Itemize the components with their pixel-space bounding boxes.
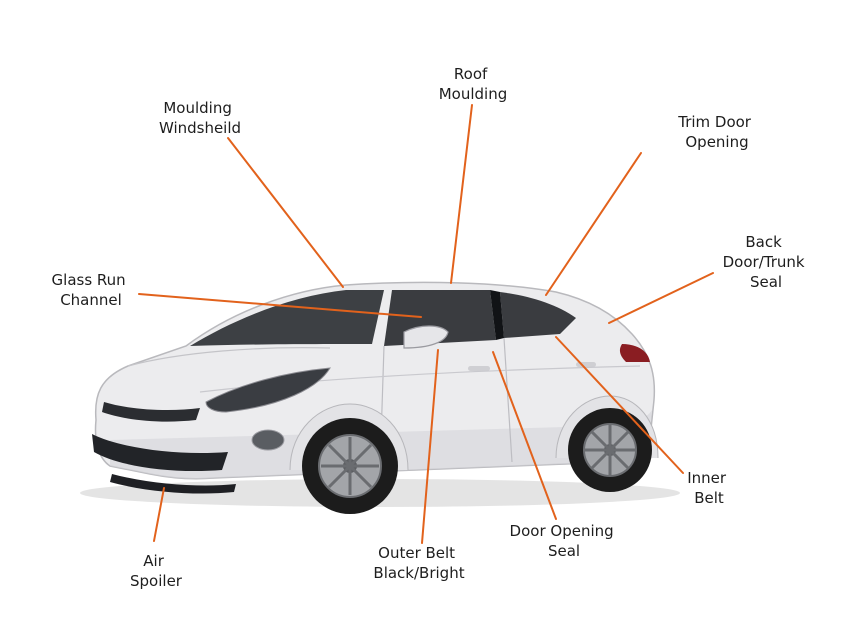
label-glass-run-channel: Glass Run Channel [52, 271, 131, 309]
air-spoiler-strip [110, 474, 236, 494]
side-mirror [403, 325, 449, 349]
upper-grille [102, 402, 200, 422]
leader-air-spoiler [153, 487, 165, 542]
label-moulding-windsheild: Moulding Windsheild [159, 99, 241, 137]
leader-door-opening-seal [492, 351, 557, 520]
front-wheel [289, 403, 409, 514]
leader-moulding-windsheild [227, 137, 344, 288]
callout-labels: Moulding Windsheild Roof Moulding Trim D… [52, 65, 810, 590]
rear-wheel [555, 395, 659, 492]
leader-roof-moulding [450, 104, 473, 284]
leader-outer-belt [421, 349, 439, 544]
car-illustration [80, 281, 680, 514]
label-inner-belt: Inner Belt [687, 469, 731, 507]
windshield-glass [190, 290, 384, 346]
headlight [205, 367, 331, 413]
front-door-handle [468, 366, 490, 371]
leader-inner-belt [555, 336, 684, 474]
taillight [619, 344, 650, 362]
label-roof-moulding: Roof Moulding [439, 65, 508, 103]
fog-light [251, 429, 285, 451]
label-door-opening-seal: Door Opening Seal [510, 522, 619, 560]
hood-line [127, 347, 331, 367]
rear-door-seam [503, 337, 513, 463]
label-air-spoiler: Air Spoiler [130, 552, 183, 590]
rear-window-glass [500, 292, 576, 338]
label-outer-belt: Outer Belt Black/Bright [373, 544, 464, 582]
b-pillar [490, 290, 504, 340]
label-trim-door-opening: Trim Door Opening [677, 113, 756, 151]
label-back-door-trunk-seal: Back Door/Trunk Seal [723, 233, 810, 291]
leader-back-door-trunk-seal [608, 272, 714, 324]
leader-trim-door-opening [545, 152, 642, 296]
leader-glass-run-channel [138, 293, 422, 318]
lower-grille [92, 434, 228, 472]
leader-lines [138, 104, 714, 544]
